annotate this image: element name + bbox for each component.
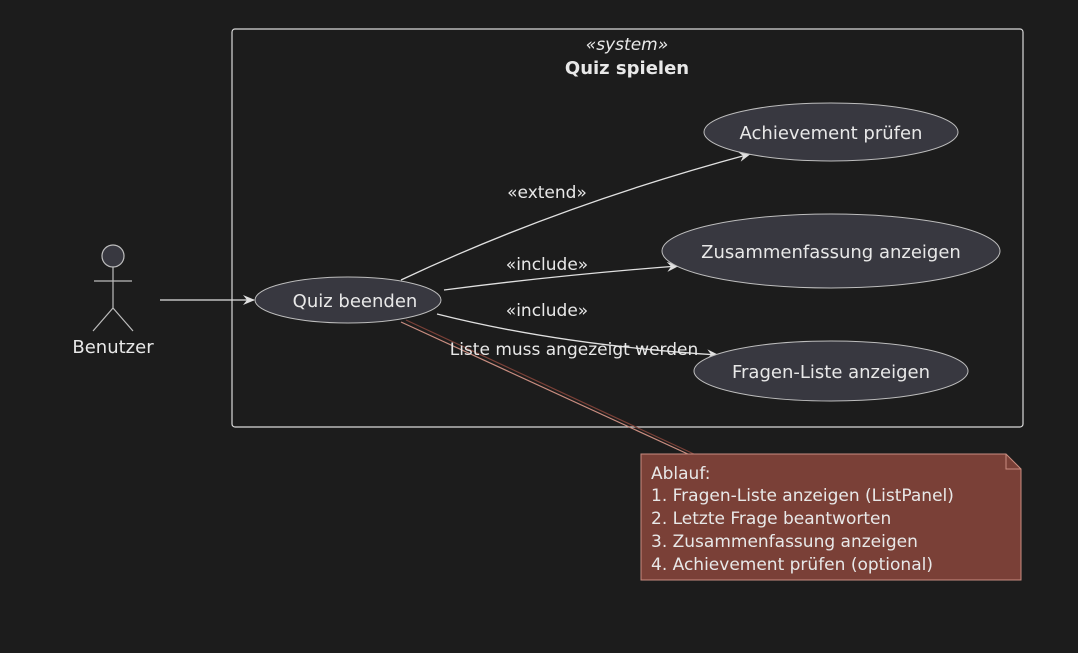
include-label-1: «include» (506, 255, 588, 275)
include-label-2: «include» (506, 301, 588, 321)
use-case-fragen-liste[interactable]: Fragen-Liste anzeigen (693, 340, 969, 402)
note-ablauf: Ablauf: 1. Fragen-Liste anzeigen (ListPa… (640, 453, 1022, 581)
fragen-relation-note: Liste muss angezeigt werden (450, 340, 699, 360)
use-case-label: Fragen-Liste anzeigen (732, 362, 930, 383)
note-line: Ablauf: (651, 464, 710, 484)
use-case-label: Quiz beenden (293, 291, 418, 312)
note-fold (1005, 454, 1021, 470)
note-connector (400, 319, 697, 456)
note-box (640, 453, 1022, 581)
system-boundary (231, 28, 1024, 428)
actor-right-leg (112, 307, 134, 332)
actor-left-leg (92, 307, 114, 332)
extend-arrow (400, 152, 751, 281)
include-arrow-zusammenfassung (443, 261, 679, 291)
actor-head (101, 244, 125, 268)
note-line: 4. Achievement prüfen (optional) (651, 555, 933, 575)
use-case-label: Zusammenfassung anzeigen (701, 242, 961, 263)
note-line: 3. Zusammenfassung anzeigen (651, 532, 918, 552)
use-case-zusammenfassung[interactable]: Zusammenfassung anzeigen (661, 213, 1001, 289)
extend-label: «extend» (507, 183, 587, 203)
note-line: 2. Letzte Frage beantworten (651, 509, 891, 529)
use-case-achievement[interactable]: Achievement prüfen (703, 102, 959, 162)
system-stereotype: «system» (586, 35, 668, 55)
include-arrow-fragen-liste (436, 313, 719, 360)
actor-benutzer[interactable]: Benutzer (72, 244, 154, 358)
note-line: 1. Fragen-Liste anzeigen (ListPanel) (651, 486, 954, 506)
system-title: Quiz spielen (565, 58, 689, 79)
use-case-label: Achievement prüfen (740, 123, 923, 144)
actor-label: Benutzer (72, 337, 154, 358)
use-case-quiz-beenden[interactable]: Quiz beenden (254, 276, 442, 324)
